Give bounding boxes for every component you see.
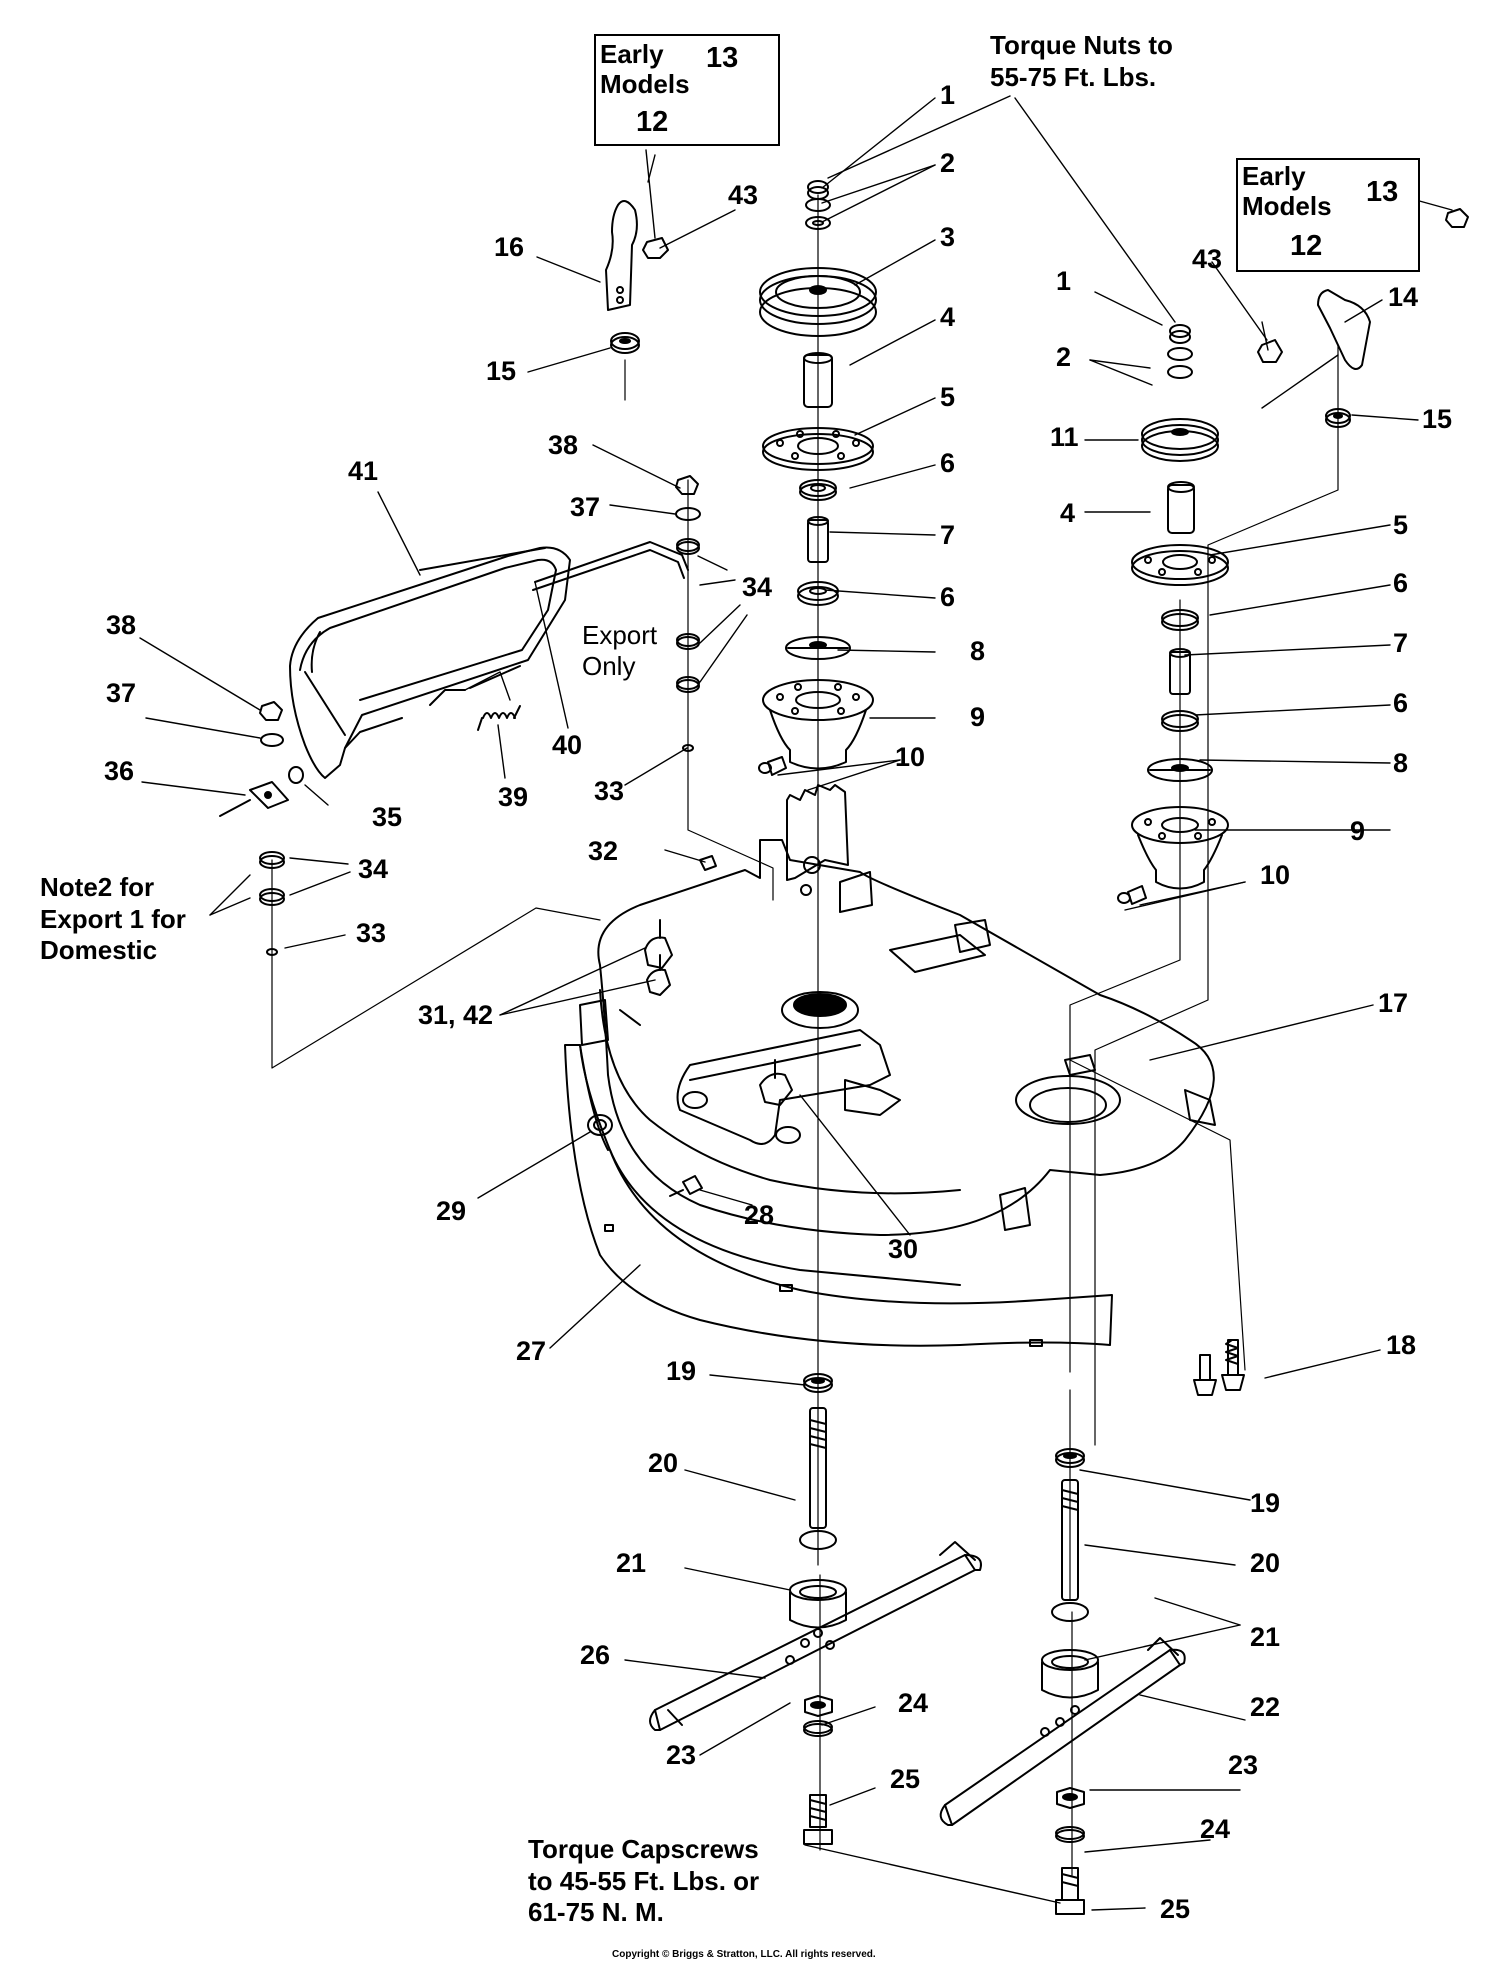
callout-12: 12	[636, 106, 669, 138]
callout-38: 38	[106, 610, 137, 640]
callout-5: 5	[1393, 510, 1409, 540]
callout-38: 38	[548, 430, 579, 460]
callout-7: 7	[940, 520, 956, 550]
torque-nuts-note: Torque Nuts to 55-75 Ft. Lbs.	[990, 30, 1173, 92]
callout-7: 7	[1393, 628, 1409, 658]
callout-13: 13	[706, 42, 739, 74]
right-spindle-assembly	[1118, 325, 1228, 904]
callout-30: 30	[888, 1234, 919, 1264]
discharge-chute	[290, 542, 688, 778]
callout-18: 18	[1386, 1330, 1417, 1360]
export-only-note: Export Only	[582, 620, 658, 682]
callout-2: 2	[1056, 342, 1072, 372]
left-blade-spindle-assembly	[650, 1374, 981, 1844]
callout-43: 43	[1192, 244, 1223, 274]
callout-20: 20	[648, 1448, 679, 1478]
callout-25: 25	[890, 1764, 921, 1794]
callout-41: 41	[348, 456, 379, 486]
callout-43: 43	[728, 180, 759, 210]
callout-5: 5	[940, 382, 956, 412]
callout-24: 24	[898, 1688, 929, 1718]
callout-21: 21	[1250, 1622, 1281, 1652]
leader-lines	[140, 92, 1452, 1910]
early-models-box-right: Early Models 13 12	[1236, 158, 1420, 272]
callout-34: 34	[742, 572, 773, 602]
callout-1: 1	[940, 80, 956, 110]
callout-2: 2	[940, 148, 956, 178]
callout-19: 19	[666, 1356, 697, 1386]
callout-10: 10	[895, 742, 926, 772]
callout-21: 21	[616, 1548, 647, 1578]
callout-11: 11	[1050, 422, 1079, 452]
early-models-box-left: Early Models 13 12	[594, 34, 780, 146]
copyright-notice: Copyright © Briggs & Stratton, LLC. All …	[612, 1949, 876, 1960]
callout-37: 37	[570, 492, 601, 522]
callout-6: 6	[940, 448, 956, 478]
callout-35: 35	[372, 802, 403, 832]
callout-33: 33	[356, 918, 387, 948]
callout-13: 13	[1366, 176, 1399, 208]
callout-32: 32	[588, 836, 619, 866]
torque-capscrews-note: Torque Capscrews to 45-55 Ft. Lbs. or 61…	[528, 1834, 760, 1928]
deck-baffle-skirt	[565, 1045, 1112, 1346]
callout-8: 8	[970, 636, 986, 666]
right-blade-spindle-assembly	[941, 1449, 1185, 1914]
callout-9: 9	[970, 702, 986, 732]
callout-36: 36	[104, 756, 135, 786]
callout-40: 40	[552, 730, 583, 760]
callout-20: 20	[1250, 1548, 1281, 1578]
callout-37: 37	[106, 678, 137, 708]
center-spindle-assembly	[759, 181, 876, 775]
callout-39: 39	[498, 782, 529, 812]
note2-export-domestic: Note2 for Export 1 for Domestic	[40, 872, 186, 966]
right-belt-guide-bracket	[1258, 290, 1370, 427]
early-models-title: Early Models	[600, 39, 690, 99]
callout-14: 14	[1388, 282, 1419, 312]
chute-pin-hardware-top	[676, 476, 700, 751]
chute-pin-hardware-left	[220, 702, 303, 955]
callout-22: 22	[1250, 1692, 1281, 1722]
callout-1: 1	[1056, 266, 1072, 296]
callout-12: 12	[1290, 230, 1323, 262]
early-models-title: Early Models	[1242, 161, 1332, 221]
assembly-center-lines	[272, 195, 1338, 1875]
callout-28: 28	[744, 1200, 775, 1230]
mower-deck-housing	[580, 785, 1215, 1235]
callout-8: 8	[1393, 748, 1409, 778]
callout-16: 16	[494, 232, 525, 262]
callout-6: 6	[940, 582, 956, 612]
callout-23: 23	[1228, 1750, 1259, 1780]
callout-6: 6	[1393, 688, 1409, 718]
deck-bolts	[1194, 1340, 1244, 1395]
callout-23: 23	[666, 1740, 697, 1770]
callout-34: 34	[358, 854, 389, 884]
callout-15: 15	[486, 356, 517, 386]
callout-10: 10	[1260, 860, 1291, 890]
callout-15: 15	[1422, 404, 1453, 434]
callout-31-42: 31, 42	[418, 1000, 494, 1030]
callout-24: 24	[1200, 1814, 1231, 1844]
left-belt-guide-bracket	[606, 201, 668, 353]
callout-29: 29	[436, 1196, 467, 1226]
callout-3: 3	[940, 222, 956, 252]
callout-33: 33	[594, 776, 625, 806]
callout-4: 4	[1060, 498, 1076, 528]
callout-4: 4	[940, 302, 956, 332]
callout-19: 19	[1250, 1488, 1281, 1518]
callout-17: 17	[1378, 988, 1409, 1018]
callout-6: 6	[1393, 568, 1409, 598]
callout-25: 25	[1160, 1894, 1191, 1924]
callout-26: 26	[580, 1640, 611, 1670]
callout-27: 27	[516, 1336, 547, 1366]
callout-9: 9	[1350, 816, 1366, 846]
